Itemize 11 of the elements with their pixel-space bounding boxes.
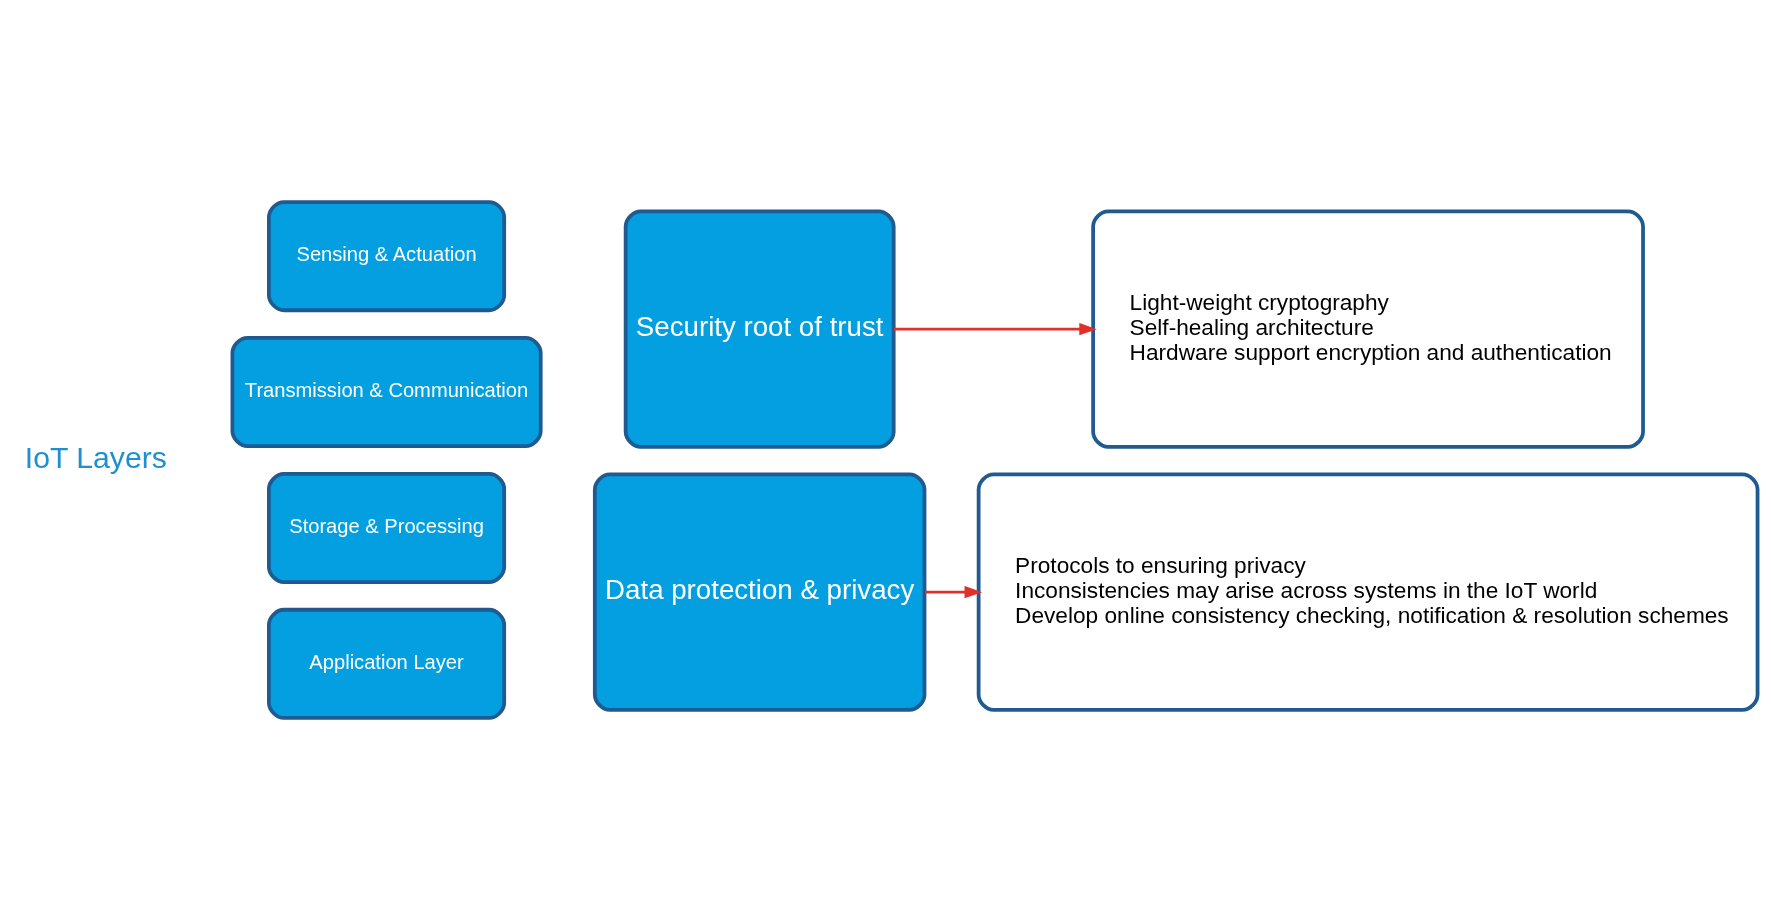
node-box: Sensing & Actuation <box>267 199 507 312</box>
node-box: Data protection & privacy <box>592 472 927 712</box>
arrow <box>893 322 1097 335</box>
node-box: Storage & Processing <box>267 471 507 584</box>
node-box: Light-weight cryptography Self-healing architecture Hardware support encryption and authentication <box>1091 209 1645 449</box>
label: IoT Layers <box>24 440 167 474</box>
node-box: Security root of trust <box>623 209 896 449</box>
node-box: Transmission & Communication <box>230 335 543 448</box>
arrow <box>924 585 983 598</box>
node-box: Application Layer <box>267 607 507 720</box>
node-box: Protocols to ensuring privacy Inconsistencies may arise across systems in the IoT world Develop online consistency checking, notification & resolution schemes <box>976 472 1760 712</box>
